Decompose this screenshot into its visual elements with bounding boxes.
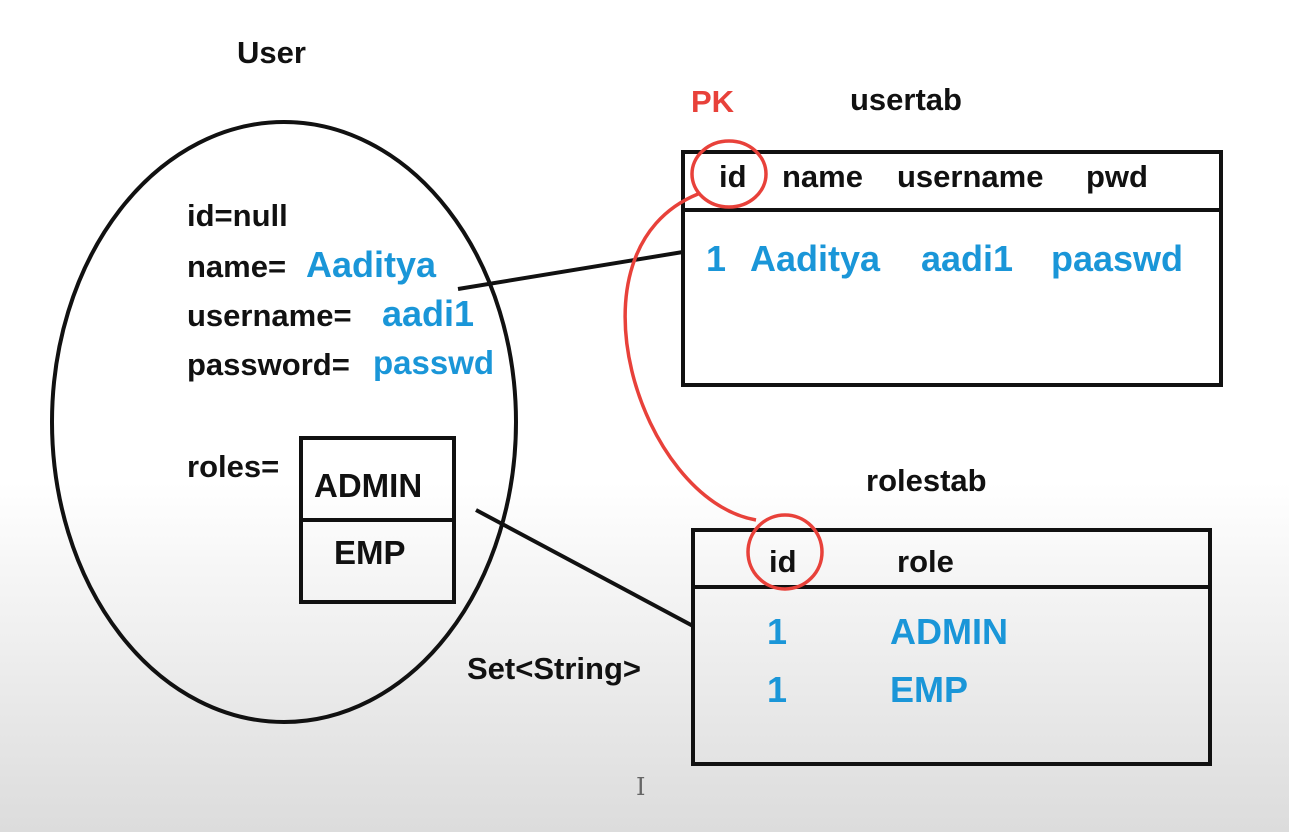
rolestab-table-border: [691, 528, 1212, 766]
usertab-cell-pwd: paaswd: [1051, 238, 1184, 279]
field-label-password: password=: [187, 347, 350, 382]
collection-type-label: Set<String>: [467, 651, 641, 686]
pk-highlight-circle: [690, 139, 768, 209]
field-value-name: Aaditya: [306, 244, 437, 285]
field-label-name: name=: [187, 249, 287, 284]
usertab-cell-username: aadi1: [921, 238, 1014, 279]
pk-fk-join-curve: [623, 192, 757, 522]
rolestab-cell-id: 1: [767, 611, 788, 652]
text-cursor-icon: I: [636, 773, 646, 801]
rolestab-title: rolestab: [866, 463, 987, 498]
rolestab-cell-id: 1: [767, 669, 788, 710]
role-item-admin: ADMIN: [314, 467, 423, 504]
fk-highlight-circle: [746, 513, 824, 591]
field-label-username: username=: [187, 298, 352, 333]
usertab-col-id: id: [719, 159, 747, 194]
name-to-usertab-connector: [457, 250, 684, 291]
role-item-emp: EMP: [334, 534, 406, 571]
usertab-col-pwd: pwd: [1086, 159, 1148, 194]
roles-label: roles=: [187, 449, 280, 484]
rolestab-cell-role: EMP: [890, 669, 969, 710]
usertab-col-username: username: [897, 159, 1044, 194]
rolestab-col-id: id: [769, 544, 797, 579]
roles-to-rolestab-connector: [475, 508, 694, 628]
entity-title: User: [237, 35, 306, 70]
field-value-password: passwd: [373, 344, 495, 381]
field-label-id: id=null: [187, 198, 288, 233]
usertab-cell-id: 1: [706, 238, 727, 279]
field-value-username: aadi1: [382, 293, 475, 334]
usertab-col-name: name: [782, 159, 863, 194]
user-entity-ellipse: [50, 120, 518, 724]
usertab-cell-name: Aaditya: [750, 238, 881, 279]
usertab-table-border: [681, 150, 1223, 387]
rolestab-col-role: role: [897, 544, 954, 579]
rolestab-cell-role: ADMIN: [890, 611, 1008, 652]
pk-label: PK: [691, 84, 735, 119]
usertab-title: usertab: [850, 82, 962, 117]
